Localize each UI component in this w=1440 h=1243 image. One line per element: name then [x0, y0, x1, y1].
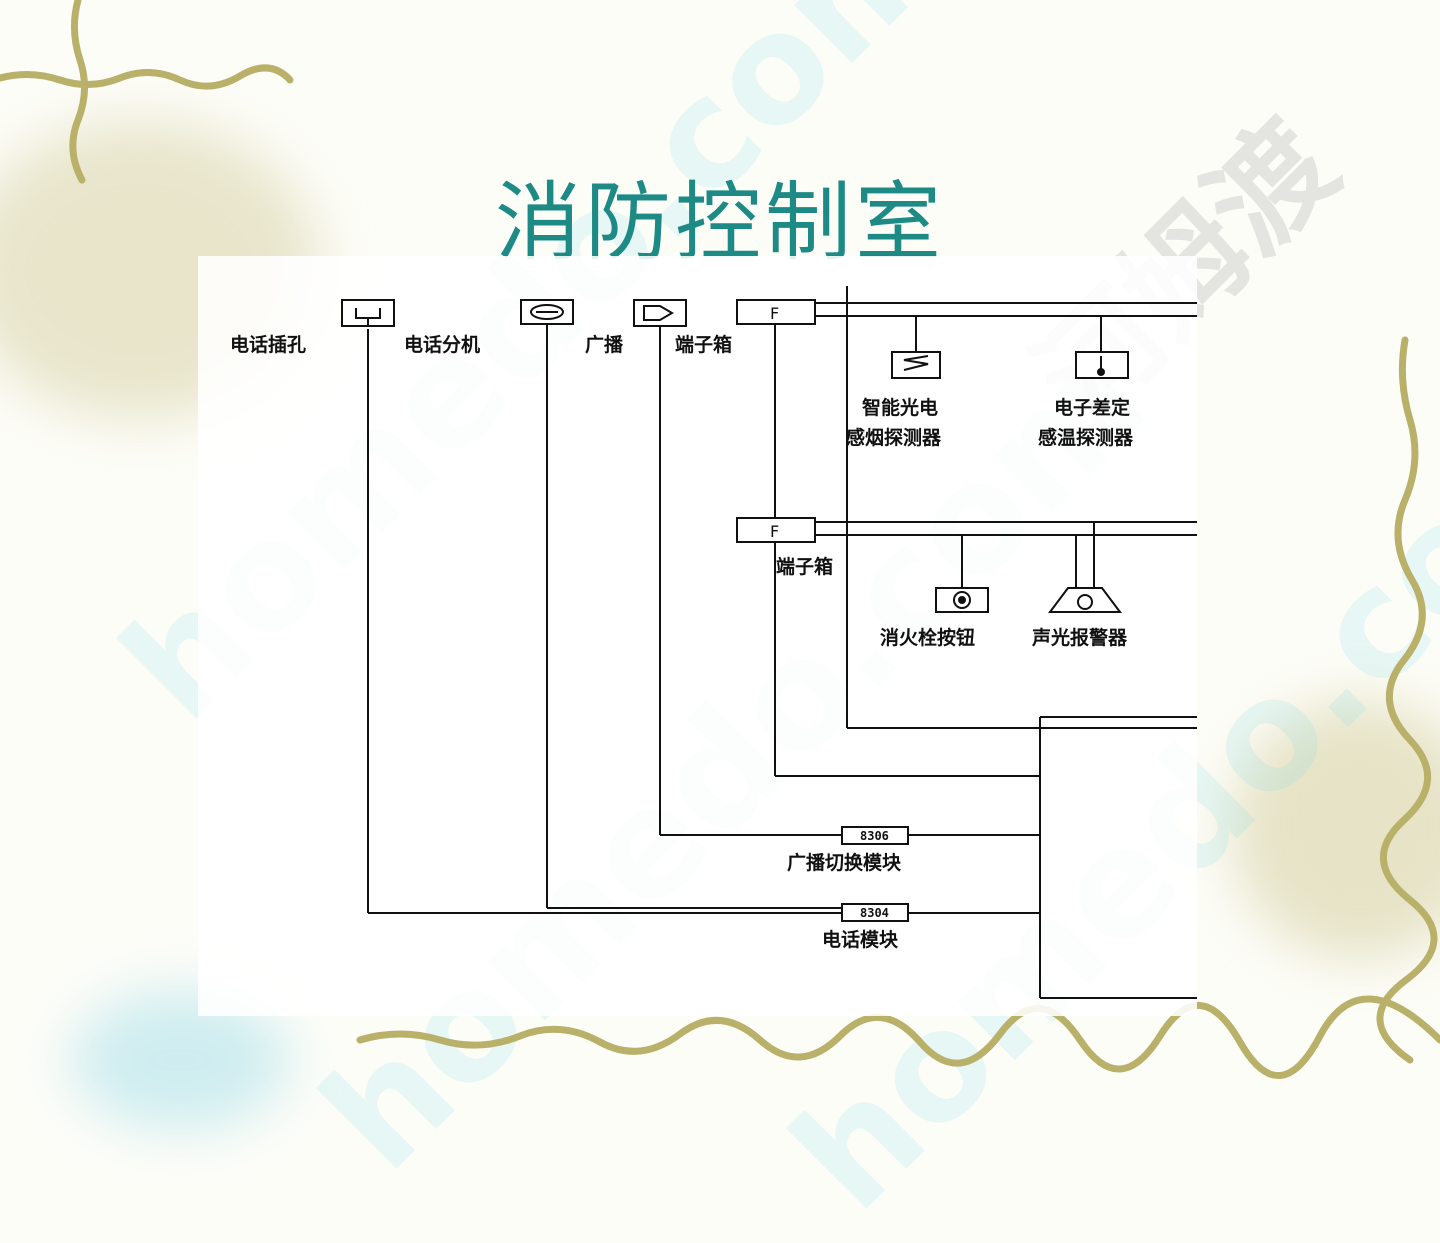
broadcast-module-icon [841, 826, 909, 845]
phone-extension-label: 电话分机 [404, 333, 480, 356]
background-foliage-right [1230, 700, 1440, 960]
smoke-detector-icon [891, 351, 941, 379]
alarm-label: 声光报警器 [1031, 626, 1128, 649]
speaker-icon [633, 299, 687, 327]
terminal-box-middle-symbol: F [770, 522, 779, 541]
phone-module-label: 电话模块 [822, 928, 899, 951]
fire-control-diagram: F 电话插孔 电话分机 广播 端子箱 智能光电 感烟探测器 电子差定 感温探测器… [198, 256, 1197, 1016]
heat-detector-label-2: 感温探测器 [1038, 426, 1134, 449]
heat-detector-label-1: 电子差定 [1054, 396, 1130, 419]
phone-module-code: 8304 [860, 906, 889, 920]
hydrant-button-icon [935, 587, 989, 613]
broadcast-module-label: 广播切换模块 [787, 851, 902, 874]
smoke-detector-label-1: 智能光电 [862, 396, 938, 419]
terminal-box-top-label: 端子箱 [675, 333, 732, 356]
phone-jack-icon [341, 299, 395, 327]
terminal-box-top-symbol: F [770, 304, 779, 323]
terminal-box-icon-top [736, 299, 816, 325]
hydrant-button-label: 消火栓按钮 [880, 626, 975, 649]
phone-extension-icon [520, 299, 574, 325]
vine-border-decoration [0, 0, 1440, 1079]
terminal-box-icon-middle [736, 517, 816, 543]
speaker-label: 广播 [585, 333, 624, 356]
broadcast-module-code: 8306 [860, 829, 889, 843]
smoke-detector-label-2: 感烟探测器 [846, 426, 942, 449]
phone-module-icon [841, 903, 909, 922]
alarm-icon [1048, 587, 1122, 613]
terminal-box-middle-label: 端子箱 [776, 555, 833, 578]
heat-detector-icon [1075, 351, 1129, 379]
phone-jack-label: 电话插孔 [230, 333, 306, 356]
